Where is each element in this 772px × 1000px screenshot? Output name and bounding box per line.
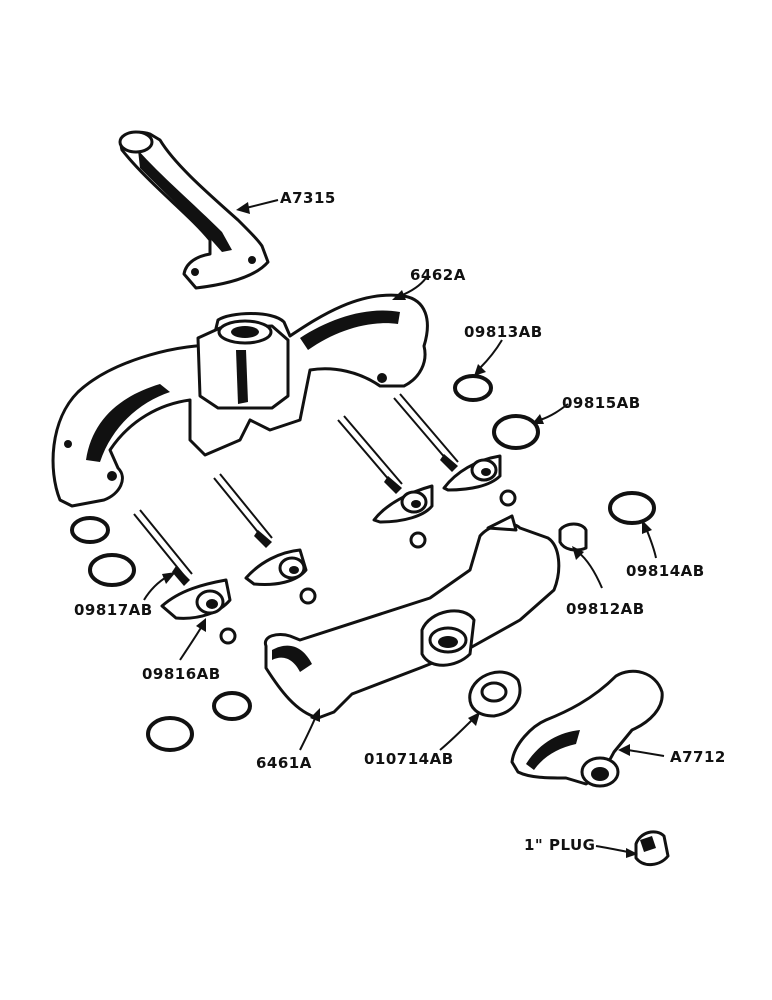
- label-010714ab: 010714AB: [364, 750, 454, 768]
- label-09814ab: 09814AB: [626, 562, 705, 580]
- part-a7712-outlet: [510, 669, 664, 788]
- label-a7712: A7712: [670, 748, 726, 766]
- part-6461a-manifold: [263, 514, 561, 720]
- label-09812ab: 09812AB: [566, 600, 645, 618]
- leader-lines: [143, 199, 665, 858]
- part-a7315-elbow: [118, 130, 270, 290]
- label-a7315: A7315: [280, 189, 336, 207]
- label-09813ab: 09813AB: [464, 323, 543, 341]
- label-09815ab: 09815AB: [562, 394, 641, 412]
- rings: [70, 374, 656, 752]
- label-09817ab: 09817AB: [74, 601, 153, 619]
- label-6461a: 6461A: [256, 754, 312, 772]
- studs: [133, 393, 459, 586]
- part-010714ab-gasket: [468, 670, 522, 718]
- label-6462a: 6462A: [410, 266, 466, 284]
- nuts: [219, 489, 517, 645]
- clamps: [160, 454, 502, 620]
- part-1in-plug: [634, 830, 670, 866]
- part-6462a-manifold: [51, 293, 429, 508]
- label-09816ab: 09816AB: [142, 665, 221, 683]
- label-1in-plug: 1" PLUG: [524, 836, 595, 854]
